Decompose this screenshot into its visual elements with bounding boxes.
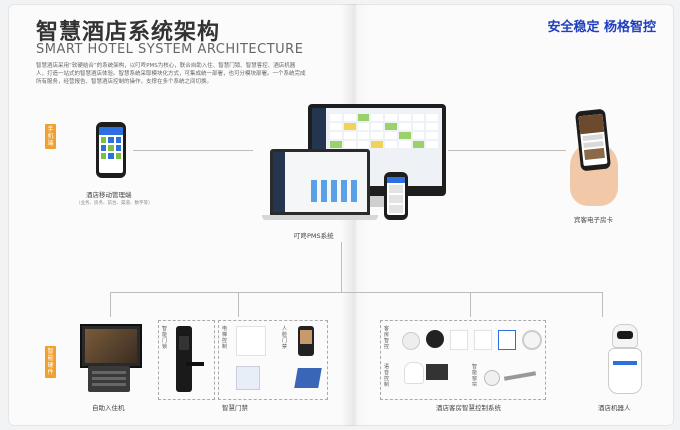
robot-icon — [606, 324, 642, 394]
control-vlabel-3: 智能窗帘 — [472, 364, 478, 388]
tree-bar — [110, 292, 602, 293]
control-group-box — [380, 320, 546, 400]
door-lock-icon — [176, 326, 204, 392]
control-vlabel-1: 客房智控 — [384, 326, 390, 350]
monitor-stand — [367, 196, 387, 206]
control-vlabel-2: 语音控制 — [384, 364, 390, 388]
mobile-app-label: 酒店移动管理端 — [86, 191, 132, 199]
mobile-app-phone — [96, 122, 126, 178]
branch-lock — [238, 292, 239, 317]
lock-vlabel-3: 电梯控制 — [222, 326, 228, 350]
voice-speaker-icon — [404, 362, 424, 384]
robot-label: 酒店机器人 — [598, 404, 631, 412]
branch-kiosk — [110, 292, 111, 317]
pms-laptop — [270, 149, 370, 215]
speaker-icon — [402, 332, 420, 350]
connector-line-left — [133, 150, 253, 151]
thermostat-icon — [498, 330, 516, 350]
pms-label: 叮咚PMS系统 — [294, 232, 334, 240]
tag-hardware: 智能硬件 — [45, 346, 56, 378]
elevator-panel-icon — [236, 326, 266, 356]
tag-mobile: 手机端 — [45, 124, 56, 149]
laptop-base — [262, 215, 378, 220]
sensor-icon — [522, 330, 542, 350]
branch-control — [470, 292, 471, 317]
pms-phone-screen — [387, 177, 405, 215]
intro-paragraph: 智慧酒店采用“软硬结合”的系统架构，以叮咚PMS为核心，联合自助入住、智慧门锁、… — [36, 63, 306, 85]
kiosk-label: 自助入住机 — [92, 404, 125, 412]
kiosk-screen-icon — [80, 324, 142, 368]
lock-label: 智慧门禁 — [222, 404, 248, 412]
lock-vlabel-1: 智能门锁 — [162, 326, 168, 350]
branch-robot — [602, 292, 603, 317]
kiosk-body-icon — [88, 366, 130, 392]
brand-slogan: 安全稳定 杨格智控 — [547, 20, 656, 35]
monitor-base — [357, 204, 397, 207]
pms-phone — [384, 172, 408, 220]
page-title: 智慧酒店系统架构 — [36, 20, 221, 45]
access-group-box — [218, 320, 328, 400]
switch-panel-icon — [450, 330, 468, 350]
tree-trunk — [341, 242, 342, 262]
lock-group-box — [158, 320, 215, 400]
face-terminal-icon — [298, 326, 314, 356]
card-reader-icon — [236, 366, 260, 390]
controller-icon — [294, 368, 322, 388]
gateway-icon — [426, 330, 444, 348]
e-card-screen — [578, 113, 608, 167]
tree-trunk-2 — [341, 262, 342, 292]
page-subtitle: SMART HOTEL SYSTEM ARCHITECTURE — [36, 42, 304, 57]
socket-panel-icon — [474, 330, 492, 350]
mobile-app-screen — [99, 127, 123, 173]
e-card-phone — [574, 108, 612, 172]
e-card-label: 宾客电子房卡 — [574, 216, 613, 224]
curtain-motor-icon — [484, 370, 500, 386]
mobile-app-sublabel: （业务、房务、前台、渠道、数字等） — [76, 201, 153, 206]
lock-vlabel-2: 人脸门禁 — [282, 326, 288, 350]
smart-screen-icon — [426, 364, 448, 380]
brochure-spread: 智慧酒店系统架构 SMART HOTEL SYSTEM ARCHITECTURE… — [8, 4, 674, 426]
connector-line-right — [448, 150, 566, 151]
control-label: 酒店客房智慧控制系统 — [436, 404, 501, 412]
pms-laptop-screen — [273, 152, 367, 212]
